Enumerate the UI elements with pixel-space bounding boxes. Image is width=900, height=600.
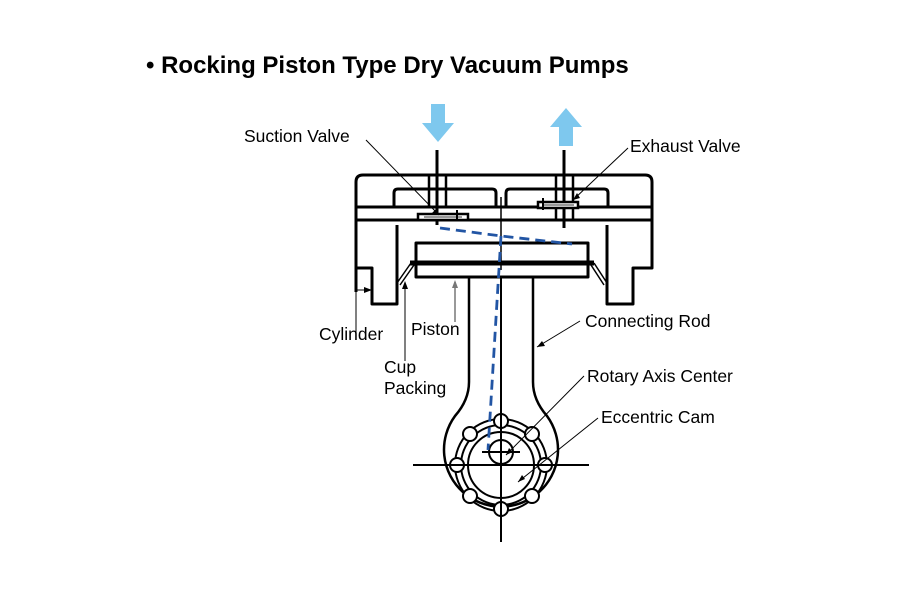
label-cup: Cup	[384, 357, 417, 377]
label-cylinder: Cylinder	[319, 324, 384, 344]
label-exhaust-valve: Exhaust Valve	[630, 136, 741, 156]
label-packing: Packing	[384, 378, 447, 398]
diagram-title: • Rocking Piston Type Dry Vacuum Pumps	[146, 52, 629, 79]
label-eccentric-cam: Eccentric Cam	[601, 407, 715, 427]
intake-arrow-icon	[422, 104, 454, 142]
cup-packing	[396, 262, 608, 286]
motion-path	[439, 226, 573, 451]
label-piston: Piston	[411, 319, 460, 339]
cylinder-body	[354, 173, 654, 306]
label-rotary-axis-center: Rotary Axis Center	[587, 366, 733, 386]
label-connecting-rod: Connecting Rod	[585, 311, 711, 331]
piston	[414, 241, 590, 279]
exhaust-valve	[536, 150, 580, 228]
label-suction-valve: Suction Valve	[244, 126, 350, 146]
exhaust-arrow-icon	[550, 108, 582, 146]
